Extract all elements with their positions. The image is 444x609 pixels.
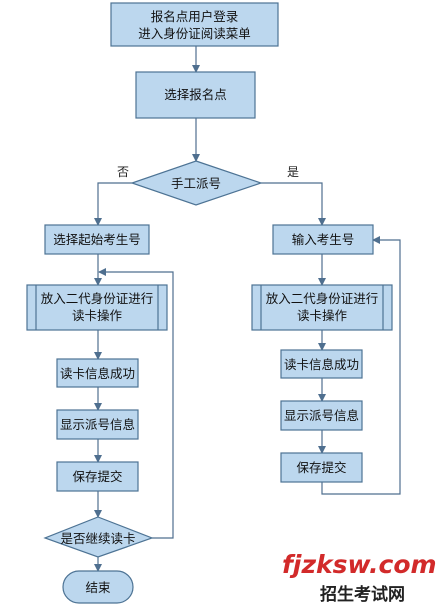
edge-left-loop-back (98, 268, 174, 539)
node-login-menu-line1: 报名点用户登录 (151, 9, 239, 24)
node-right-show-number: 显示派号信息 (280, 400, 363, 431)
node-left-show-number-label: 显示派号信息 (60, 417, 135, 432)
node-right-read-card-line1: 放入二代身份证进行 (266, 291, 379, 306)
edge-right-loop-back (321, 236, 401, 495)
node-left-save-submit-label: 保存提交 (72, 469, 122, 484)
node-select-point: 选择报名点 (135, 71, 256, 119)
node-end-label: 结束 (85, 580, 111, 595)
node-right-save-submit: 保存提交 (280, 452, 363, 483)
node-end: 结束 (62, 570, 134, 604)
edge-decision-yes (261, 182, 326, 226)
flowchart-edges (94, 46, 401, 572)
node-left-show-number: 显示派号信息 (56, 409, 139, 440)
node-right-read-success-label: 读卡信息成功 (284, 357, 359, 372)
branch-label-no: 否 (117, 165, 129, 179)
node-login-menu: 报名点用户登录 进入身份证阅读菜单 (110, 2, 279, 47)
node-left-select-start: 选择起始考生号 (44, 224, 150, 255)
node-left-read-card: 放入二代身份证进行 读卡操作 (26, 284, 168, 331)
node-left-select-start-label: 选择起始考生号 (53, 232, 141, 247)
decision-manual-assign-label: 手工派号 (171, 176, 221, 191)
node-right-read-success: 读卡信息成功 (280, 349, 363, 379)
watermark-name: 招生考试网 (320, 584, 405, 605)
node-left-read-success-label: 读卡信息成功 (60, 366, 135, 381)
node-left-read-card-line2: 读卡操作 (72, 308, 123, 323)
decision-continue-reading: 是否继续读卡 (43, 516, 154, 558)
node-login-menu-line2: 进入身份证阅读菜单 (138, 26, 251, 41)
decision-manual-assign: 手工派号 (130, 160, 263, 206)
node-select-point-label: 选择报名点 (164, 87, 227, 102)
decision-continue-reading-label: 是否继续读卡 (60, 531, 135, 546)
branch-label-yes: 是 (287, 165, 299, 179)
node-left-save-submit: 保存提交 (56, 461, 139, 492)
edge-decision-no (94, 182, 132, 226)
node-right-read-card-line2: 读卡操作 (297, 308, 348, 323)
watermark: fjzksw.com 招生考试网 (282, 550, 437, 605)
node-right-save-submit-label: 保存提交 (296, 460, 346, 475)
node-right-show-number-label: 显示派号信息 (284, 408, 359, 423)
node-left-read-card-line1: 放入二代身份证进行 (41, 291, 154, 306)
node-right-input-number-label: 输入考生号 (292, 232, 355, 247)
node-left-read-success: 读卡信息成功 (56, 358, 139, 388)
watermark-site: fjzksw.com (282, 550, 437, 579)
node-right-read-card: 放入二代身份证进行 读卡操作 (251, 284, 393, 331)
node-right-input-number: 输入考生号 (272, 224, 374, 255)
